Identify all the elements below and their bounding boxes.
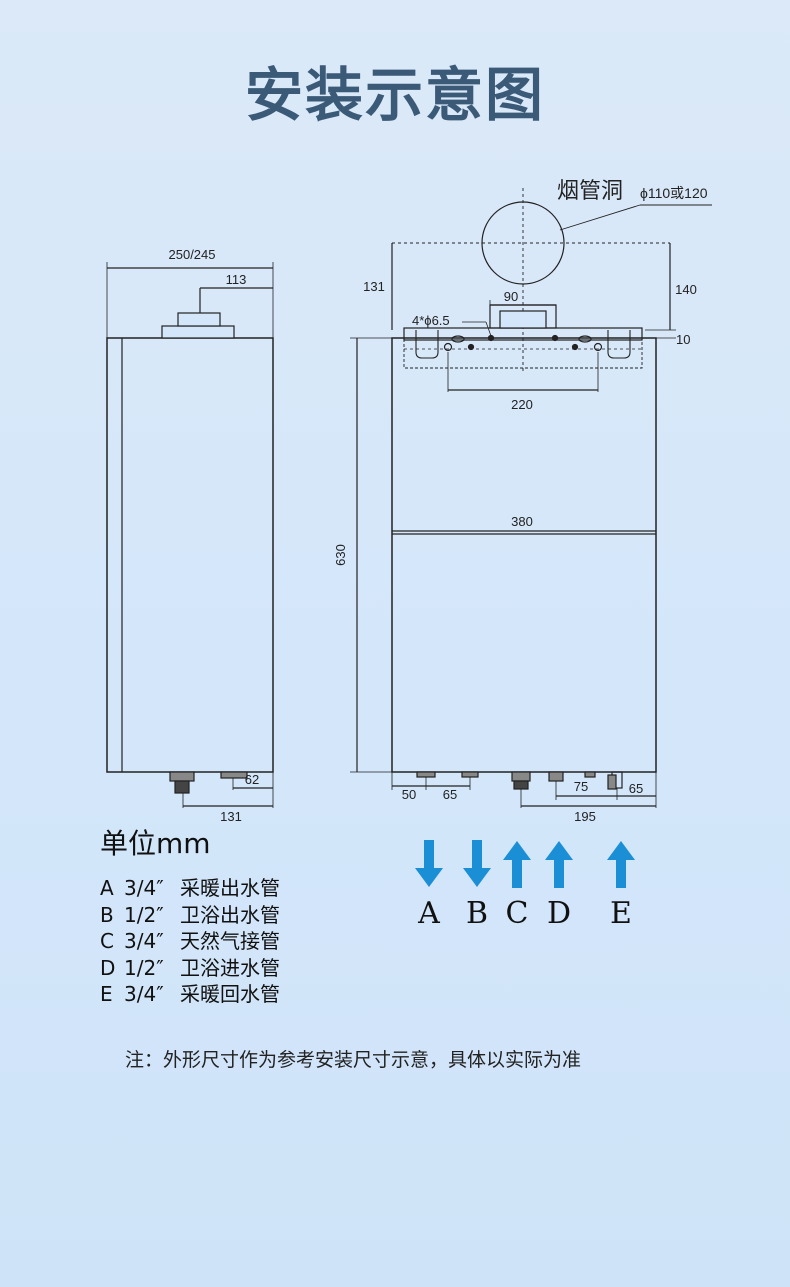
dim-side-bottom-131: 131 <box>220 809 242 824</box>
arrow-shape <box>415 840 443 887</box>
arrow-label: E <box>610 896 632 931</box>
arrow-label: C <box>505 896 529 931</box>
arrow-shape <box>463 840 491 887</box>
arrow-shape <box>545 841 573 888</box>
side-view <box>106 262 392 808</box>
dim-front-65b: 65 <box>629 781 643 796</box>
unit-label: 单位mm <box>100 827 211 860</box>
flue-hole-diameter: ϕ110或120 <box>640 185 708 201</box>
arrow-label: B <box>465 896 489 931</box>
footnote: 注：外形尺寸作为参考安装尺寸示意，具体以实际为准 <box>125 1049 582 1071</box>
dim-front-65a: 65 <box>443 787 457 802</box>
legend-item: D 1/2″ 卫浴进水管 <box>100 952 280 980</box>
arrow-down-icon <box>414 840 444 893</box>
arrow-shape <box>607 841 635 888</box>
legend-desc: 采暖回水管 <box>180 982 280 1006</box>
dim-side-bottom-62: 62 <box>245 772 259 787</box>
legend-size: 1/2″ <box>124 902 164 927</box>
legend-item: B 1/2″ 卫浴出水管 <box>100 899 280 927</box>
dim-front-195: 195 <box>574 809 596 824</box>
side-body <box>106 337 274 773</box>
legend-item: A 3/4″ 采暖出水管 <box>100 872 280 900</box>
side-fitting <box>174 780 190 794</box>
legend-desc: 天然气接管 <box>180 929 280 953</box>
legend-letter: E <box>100 982 113 1006</box>
front-view <box>391 188 712 808</box>
legend-desc: 卫浴出水管 <box>180 902 280 927</box>
dim-front-220: 220 <box>511 397 533 412</box>
legend-size: 3/4″ <box>124 982 164 1006</box>
arrow-label: D <box>546 896 572 931</box>
dim-front-90: 90 <box>504 289 518 304</box>
legend-letter: A <box>100 876 114 900</box>
legend-size: 3/4″ <box>124 876 164 900</box>
legend-item: C 3/4″ 天然气接管 <box>100 925 280 953</box>
legend-letter: C <box>100 929 114 953</box>
legend-desc: 卫浴进水管 <box>180 955 280 980</box>
legend-desc: 采暖出水管 <box>180 876 280 900</box>
legend-size: 1/2″ <box>124 955 164 980</box>
legend-letter: D <box>100 955 116 980</box>
dim-front-10: 10 <box>676 332 690 347</box>
arrow-up-icon <box>544 840 574 893</box>
legend-size: 3/4″ <box>124 929 164 953</box>
dim-front-380: 380 <box>511 514 533 529</box>
dim-front-holes: 4*ϕ6.5 <box>412 313 450 328</box>
arrow-label: A <box>418 896 440 931</box>
arrow-up-icon <box>606 840 636 893</box>
flow-arrows: A B C D E <box>0 840 790 940</box>
legend-item: E 3/4″ 采暖回水管 <box>100 978 280 1006</box>
dim-side-height: 630 <box>333 544 348 566</box>
installation-drawing: 250/245 113 630 62 131 <box>106 178 712 824</box>
dim-front-140: 140 <box>675 282 697 297</box>
dim-front-50: 50 <box>402 787 416 802</box>
arrow-down-icon <box>462 840 492 893</box>
legend-letter: B <box>100 902 114 927</box>
side-flue-outlet <box>161 325 235 339</box>
arrow-up-icon <box>502 840 532 893</box>
page-title: 安装示意图 <box>244 61 545 129</box>
dim-side-depth: 250/245 <box>169 247 216 262</box>
dim-side-flue-offset: 113 <box>226 272 247 287</box>
arrow-shape <box>503 841 531 888</box>
dim-front-75: 75 <box>574 779 588 794</box>
pipe-legend: A 3/4″ 采暖出水管 B 1/2″ 卫浴出水管 C 3/4″ 天然气接管 D 1/2″ 卫浴… <box>100 872 280 1006</box>
dim-front-131: 131 <box>363 279 385 294</box>
flue-hole-label: 烟管洞 <box>557 178 623 203</box>
